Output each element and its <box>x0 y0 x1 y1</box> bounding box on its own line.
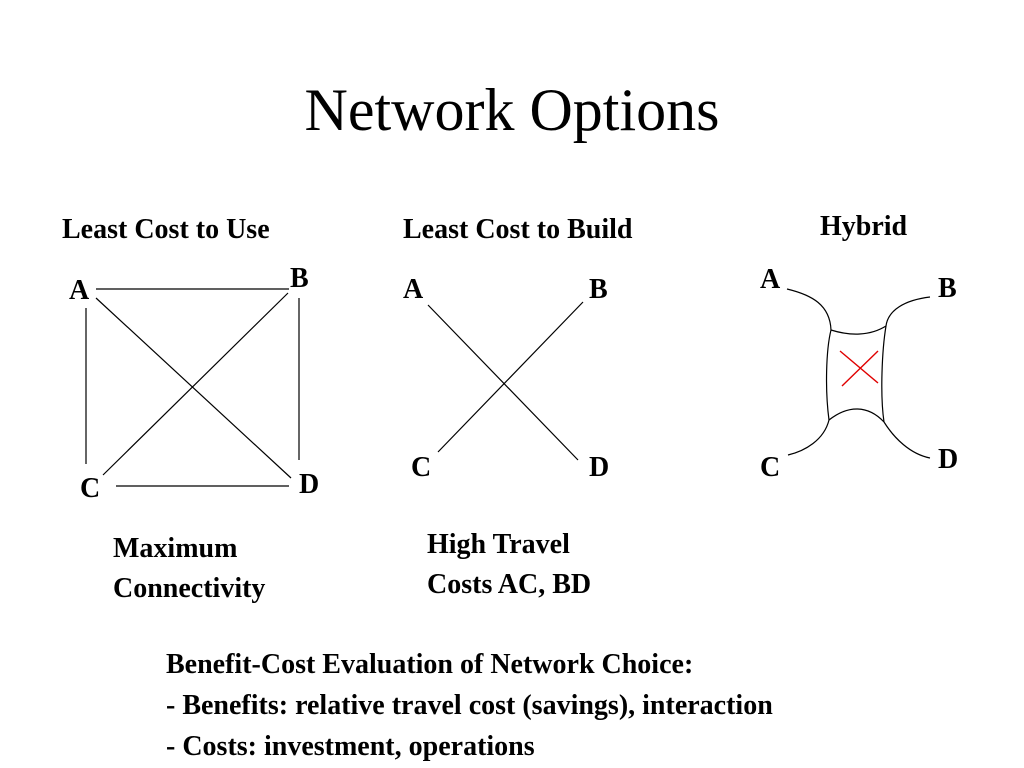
benefit-cost-notes: Benefit-Cost Evaluation of Network Choic… <box>166 644 773 767</box>
edge-bc <box>437 301 584 453</box>
caption-line: High Travel <box>427 529 570 560</box>
edge-hub-d <box>883 421 931 459</box>
caption-least-cost-use: Maximum Connectivity <box>113 529 265 609</box>
edge-hub-left <box>825 329 832 421</box>
node-label-b: B <box>938 273 957 304</box>
edge-bc <box>102 292 289 476</box>
edge-hub-b <box>885 296 931 327</box>
node-label-d: D <box>589 452 610 483</box>
edge-hub-bottom <box>828 408 885 423</box>
edge-ad <box>427 304 579 461</box>
edge-a-hub <box>786 288 832 331</box>
panel-heading-hybrid: Hybrid <box>820 211 908 242</box>
node-label-d: D <box>938 444 959 475</box>
panel-heading-least-cost-use: Least Cost to Use <box>62 214 270 245</box>
edge-hub-c <box>787 419 830 456</box>
node-label-a: A <box>69 275 90 306</box>
footer-line: - Benefits: relative travel cost (saving… <box>166 690 773 721</box>
footer-line: Benefit-Cost Evaluation of Network Choic… <box>166 649 694 680</box>
node-label-a: A <box>403 274 424 305</box>
node-label-d: D <box>299 469 320 500</box>
node-label-a: A <box>760 264 781 295</box>
slide-title: Network Options <box>304 77 720 143</box>
panel-heading-least-cost-build: Least Cost to Build <box>403 214 633 245</box>
hybrid-network <box>786 288 931 459</box>
node-label-c: C <box>760 452 781 483</box>
caption-line: Costs AC, BD <box>427 569 592 600</box>
node-label-c: C <box>80 473 101 504</box>
edge-ad <box>95 297 292 479</box>
least-cost-build-network <box>427 301 584 461</box>
caption-line: Connectivity <box>113 573 266 604</box>
node-label-c: C <box>411 452 432 483</box>
node-label-b: B <box>290 263 309 294</box>
node-label-b: B <box>589 274 608 305</box>
edge-hub-right <box>881 325 887 423</box>
hybrid-red-cross <box>839 350 879 387</box>
edge-hub-top <box>830 325 887 335</box>
least-cost-use-network <box>85 288 300 487</box>
footer-line: - Costs: investment, operations <box>166 731 535 762</box>
caption-line: Maximum <box>113 533 238 564</box>
caption-least-cost-build: High Travel Costs AC, BD <box>427 525 591 605</box>
